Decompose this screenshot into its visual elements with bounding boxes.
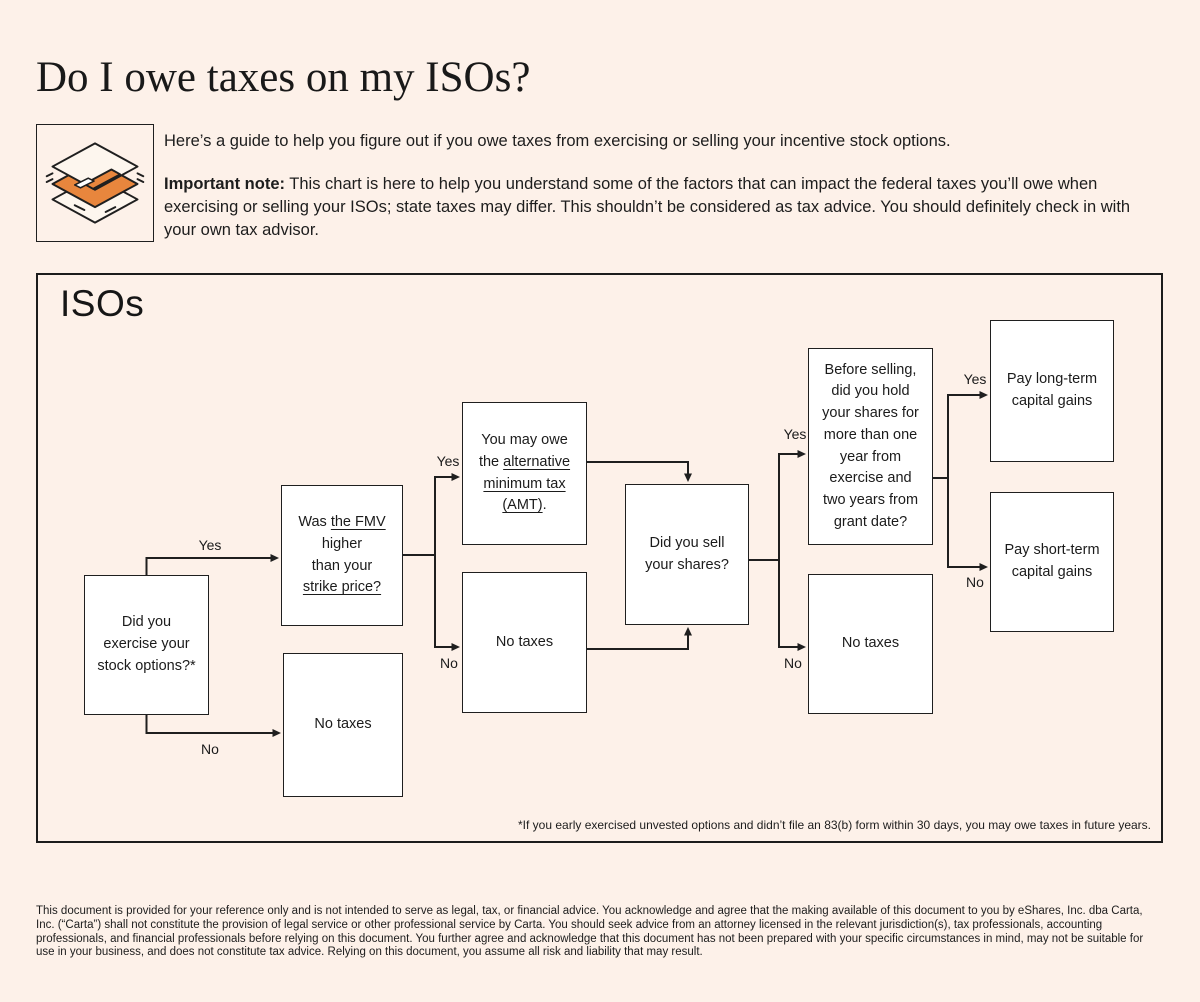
amt-text: the <box>478 453 504 470</box>
node-long-term-gains: Pay long-term capital gains <box>990 320 1114 462</box>
strike-price-link[interactable]: strike price? <box>302 579 382 596</box>
important-note-text: This chart is here to help you understan… <box>164 175 1131 240</box>
amt-text: . <box>542 497 547 514</box>
layers-badge <box>36 124 154 242</box>
fmv-text: Was <box>298 514 331 530</box>
fmv-text: higher <box>321 535 363 552</box>
page-title: Do I owe taxes on my ISOs? <box>36 54 531 101</box>
fmv-link[interactable]: the FMV <box>330 514 386 530</box>
amt-link[interactable]: (AMT) <box>502 497 543 514</box>
yes-label: Yes <box>783 426 807 442</box>
node-no-taxes-2: No taxes <box>462 572 587 713</box>
flowchart: ISOs Di <box>36 273 1163 843</box>
flowchart-connectors <box>145 391 988 737</box>
amt-text: You may owe <box>481 432 568 448</box>
node-no-taxes-1: No taxes <box>283 653 403 797</box>
amt-link[interactable]: minimum tax <box>483 475 566 492</box>
node-did-you-sell: Did you sell your shares? <box>625 484 749 625</box>
layers-icon <box>45 142 145 224</box>
node-no-taxes-3: No taxes <box>808 574 933 714</box>
flowchart-title: ISOs <box>60 283 145 324</box>
no-label: No <box>784 655 802 671</box>
yes-label: Yes <box>963 371 987 387</box>
no-label: No <box>440 655 458 671</box>
node-holding-period: Before selling, did you hold your shares… <box>808 348 933 545</box>
node-was-fmv-higher: Was the FMV higher than your strike pric… <box>281 485 403 626</box>
footnote: *If you early exercised unvested options… <box>518 818 1151 832</box>
node-did-you-exercise: Did you exercise your stock options?* <box>84 575 209 715</box>
intro-paragraph: Here’s a guide to help you figure out if… <box>164 132 951 150</box>
important-note-label: Important note: <box>164 175 285 194</box>
legal-disclaimer: This document is provided for your refer… <box>36 905 1144 959</box>
amt-link[interactable]: alternative <box>503 453 571 470</box>
node-short-term-gains: Pay short-term capital gains <box>990 492 1114 632</box>
fmv-text: than your <box>311 557 373 574</box>
no-label: No <box>966 574 984 590</box>
yes-label: Yes <box>436 453 460 469</box>
important-note: Important note: This chart is here to he… <box>164 173 1164 242</box>
node-may-owe-amt: You may owe the alternative minimum tax … <box>462 402 587 545</box>
no-label: No <box>201 741 219 757</box>
yes-label: Yes <box>198 537 222 553</box>
intro-text: Here’s a guide to help you figure out if… <box>164 130 1164 242</box>
